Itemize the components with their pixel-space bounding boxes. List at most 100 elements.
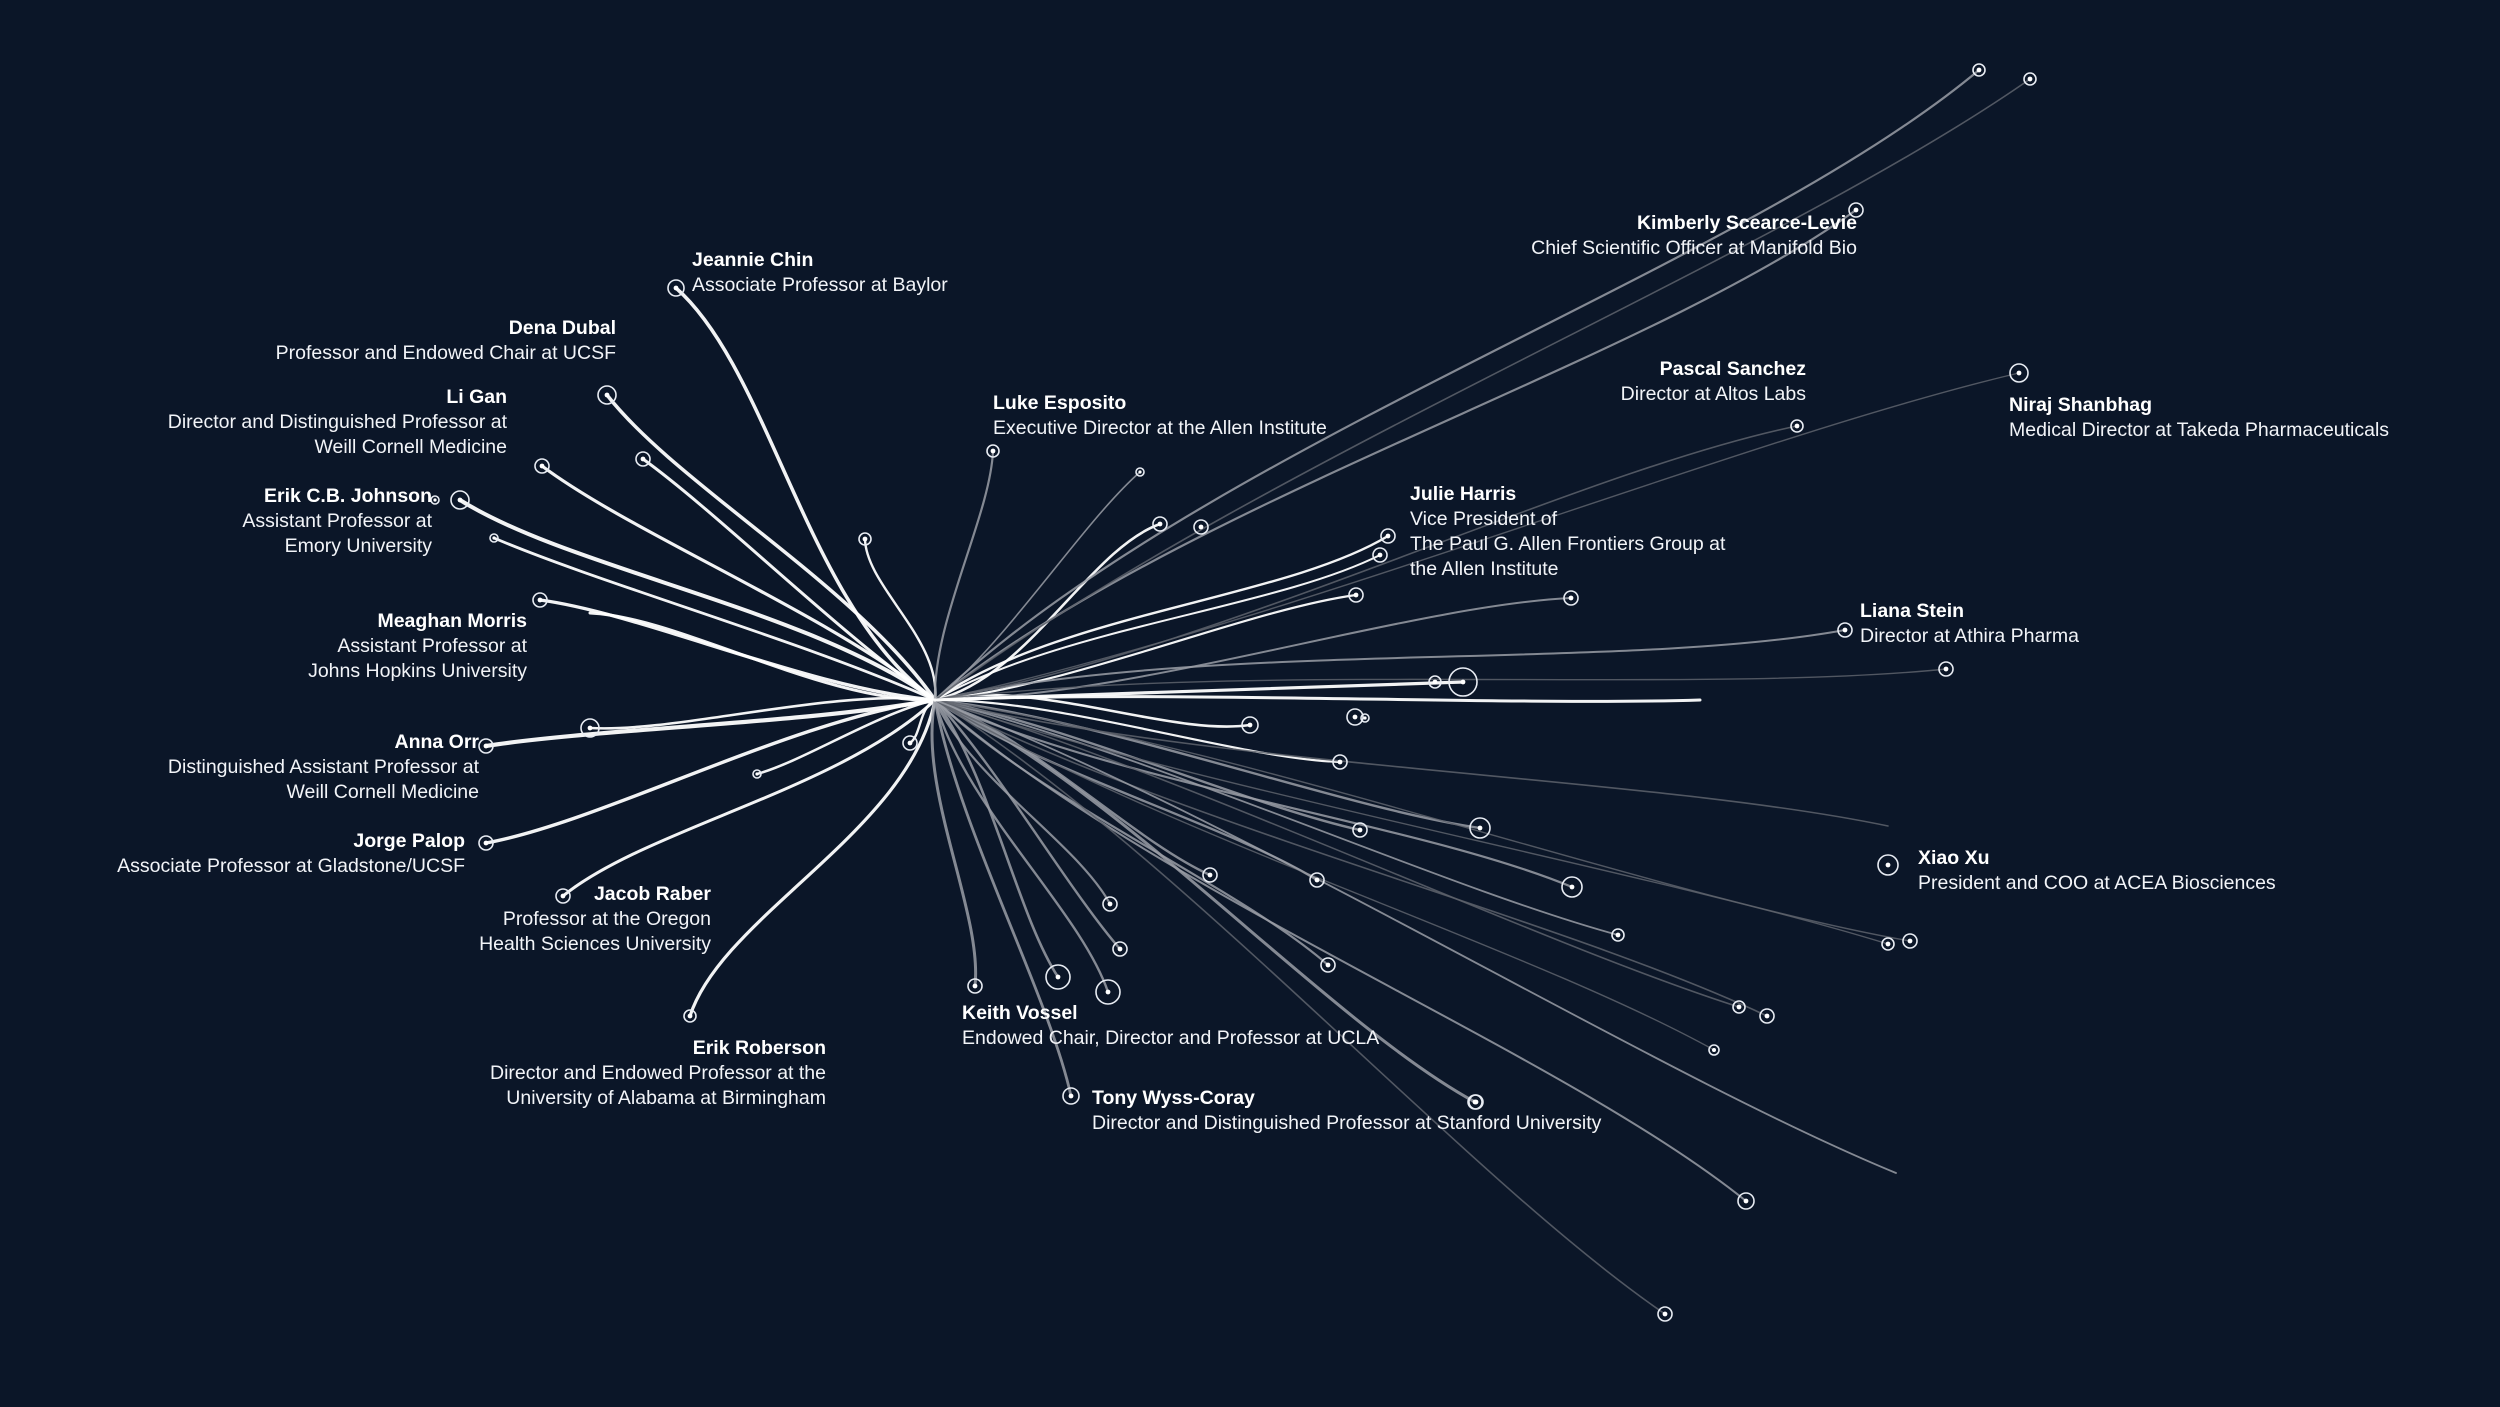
node-dot: [1907, 938, 1913, 944]
node-ring: [986, 444, 1000, 458]
node-ring: [1346, 708, 1364, 726]
node-dot: [483, 743, 489, 749]
node-dot: [1314, 877, 1320, 883]
branch-line: [492, 536, 937, 702]
branch-line: [588, 696, 937, 730]
person-title: Assistant Professor at: [242, 510, 432, 532]
person-label-julie-harris: Julie Harris Vice President of The Paul …: [1410, 482, 1725, 582]
person-name: Kimberly Scearce-Levie: [1636, 212, 1857, 234]
person-label-erik-johnson: Erik C.B. Johnson Assistant Professor at…: [242, 484, 432, 559]
node-dot: [433, 498, 437, 502]
branch-line: [484, 698, 937, 845]
person-label-erik-roberson: Erik Roberson Director and Endowed Profe…: [490, 1036, 826, 1111]
node-dot: [539, 463, 545, 469]
node-ring: [1877, 854, 1899, 876]
person-name: Li Gan: [446, 386, 507, 408]
person-title: University of Alabama at Birmingham: [506, 1087, 826, 1109]
node-ring: [450, 490, 470, 510]
node-dot: [2016, 370, 2022, 376]
person-label-dena-dubal: Dena Dubal Professor and Endowed Chair a…: [276, 316, 616, 366]
person-title: Health Sciences University: [479, 933, 711, 955]
person-name: Xiao Xu: [1918, 847, 1990, 869]
node-ring: [1202, 867, 1218, 883]
branch-line: [934, 372, 2020, 701]
person-name: Jorge Palop: [353, 830, 465, 852]
person-title: Weill Cornell Medicine: [286, 781, 479, 803]
person-label-kimberly-scearce-levie: Kimberly Scearce-Levie Chief Scientific …: [1531, 211, 1857, 261]
branch-line: [934, 554, 1381, 701]
node-ring: [478, 835, 494, 851]
node-ring: [1881, 937, 1895, 951]
person-name: Julie Harris: [1410, 483, 1517, 505]
branch-line: [933, 698, 1060, 979]
branch-line: [933, 698, 1574, 889]
person-title: Director at Altos Labs: [1620, 383, 1806, 405]
branch-line: [934, 699, 1740, 1008]
node-dot: [862, 536, 868, 542]
branch-line: [933, 698, 1110, 994]
branch-line: [933, 698, 1477, 1104]
branch-line: [930, 698, 978, 988]
node-dot: [1743, 1198, 1749, 1204]
node-ring: [1332, 754, 1348, 770]
person-title: Director and Distinguished Professor at …: [1092, 1112, 1602, 1134]
node-dot: [560, 893, 566, 899]
person-title: Executive Director at the Allen Institut…: [993, 417, 1327, 439]
person-name: Erik Roberson: [692, 1037, 826, 1059]
node-dot: [1247, 722, 1253, 728]
person-name: Pascal Sanchez: [1659, 358, 1806, 380]
node-dot: [972, 983, 978, 989]
node-dot: [1477, 825, 1483, 831]
person-label-pascal-sanchez: Pascal Sanchez Director at Altos Labs: [1621, 357, 1806, 407]
person-name: Erik C.B. Johnson: [264, 485, 432, 507]
node-ring: [1095, 979, 1121, 1005]
node-ring: [1102, 896, 1118, 912]
person-title: Johns Hopkins University: [308, 660, 527, 682]
branch-line: [458, 498, 937, 702]
node-dot: [1568, 595, 1574, 601]
branch-line: [933, 698, 1073, 1098]
person-label-tony-wyss-coray: Tony Wyss-Coray Director and Distinguish…: [1092, 1086, 1601, 1136]
branch-line: [588, 611, 937, 702]
branch-line: [605, 393, 937, 702]
node-dot: [1473, 1099, 1479, 1105]
person-label-keith-vossel: Keith Vossel Endowed Chair, Director and…: [962, 1001, 1379, 1051]
node-ring: [1759, 1008, 1775, 1024]
node-dot: [1325, 962, 1331, 968]
person-name: Keith Vossel: [962, 1002, 1078, 1024]
branch-lines: [458, 68, 2031, 1315]
node-dot: [1885, 862, 1891, 868]
branch-line: [933, 698, 1112, 906]
node-dot: [1853, 207, 1859, 213]
branch-line: [933, 698, 1122, 951]
branch-line: [688, 698, 937, 1018]
person-title: Director and Endowed Professor at the: [489, 1062, 826, 1084]
node-ring: [902, 735, 918, 751]
node-dot: [1117, 946, 1123, 952]
person-label-anna-orr: Anna Orr Distinguished Assistant Profess…: [168, 730, 479, 805]
node-dot: [907, 740, 913, 746]
person-title: Professor and Endowed Chair at UCSF: [275, 342, 616, 364]
node-ring: [1112, 941, 1128, 957]
person-title: Associate Professor at Gladstone/UCSF: [117, 855, 465, 877]
node-dot: [1353, 592, 1359, 598]
branch-line: [934, 699, 1768, 1017]
branch-line: [934, 425, 1798, 701]
node-ring: [532, 592, 548, 608]
person-name: Dena Dubal: [508, 317, 616, 339]
branch-line: [933, 534, 1390, 702]
person-name: Anna Orr: [394, 731, 479, 753]
node-ring: [1448, 667, 1478, 697]
branch-line: [755, 698, 937, 776]
node-ring: [635, 451, 651, 467]
person-title: Director at Athira Pharma: [1860, 625, 2079, 647]
branch-line: [933, 698, 1482, 830]
person-label-luke-esposito: Luke Esposito Executive Director at the …: [993, 391, 1327, 441]
node-dot: [1569, 884, 1575, 890]
person-name: Liana Stein: [1860, 600, 1965, 622]
person-label-meaghan-morris: Meaghan Morris Assistant Professor at Jo…: [308, 609, 527, 684]
branch-line: [934, 699, 1911, 942]
person-name: Niraj Shanbhag: [2009, 394, 2153, 416]
node-dot: [640, 456, 646, 462]
